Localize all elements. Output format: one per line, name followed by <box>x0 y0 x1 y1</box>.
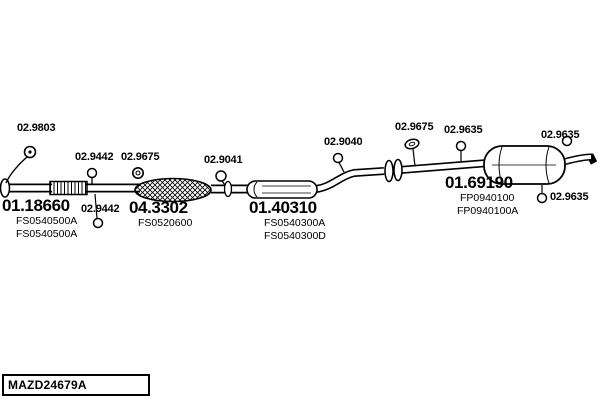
front-pipe <box>2 183 250 194</box>
part-label-02-9803: 02.9803 <box>17 122 56 134</box>
assembly-label-04-3302: 04.3302 FS0520600 <box>129 198 192 230</box>
assembly-ref: FS0520600 <box>138 217 193 229</box>
part-label-02-9040: 02.9040 <box>324 136 363 148</box>
catalog-code-box: MAZD24679A <box>2 374 150 396</box>
assembly-ref: FP0940100A <box>457 205 519 217</box>
bracket-icon-02-9040 <box>332 152 345 173</box>
part-label-02-9442-a: 02.9442 <box>75 151 114 163</box>
assembly-ref: FS0540300A <box>264 217 326 229</box>
flex-pipe-section <box>49 180 88 196</box>
front-flange <box>0 178 11 198</box>
assembly-ref: FS0540500A <box>16 228 78 240</box>
middle-silencer <box>246 180 318 199</box>
part-label-02-9675-a: 02.9675 <box>121 151 160 163</box>
assembly-label-01-40310: 01.40310 FS0540300A FS0540300D <box>249 198 326 243</box>
assembly-ref: FS0540500A <box>16 215 78 227</box>
rear-silencer <box>483 145 566 185</box>
hanger-ring-icon-02-9635-a <box>455 140 467 161</box>
assembly-code: 01.40310 <box>249 198 317 217</box>
part-label-02-9635-a: 02.9635 <box>444 124 483 136</box>
pipe-clamp-ring <box>223 180 233 198</box>
gasket-flange <box>384 158 403 183</box>
assembly-ref: FP0940100 <box>460 192 515 204</box>
hanger-ring-icon-02-9442-b <box>92 193 104 229</box>
assembly-label-01-69190: 01.69190 FP0940100 FP0940100A <box>445 173 518 218</box>
assembly-code: 01.18660 <box>2 196 70 215</box>
assembly-label-01-18660: 01.18660 FS0540500A FS0540500A <box>2 196 77 241</box>
assembly-ref: FS0540300D <box>264 230 326 242</box>
part-label-02-9635-b: 02.9635 <box>541 129 580 141</box>
intermediate-pipe <box>315 159 489 193</box>
grommet-icon-02-9675-a <box>132 167 145 180</box>
hanger-ring-icon-02-9041 <box>215 170 227 186</box>
hanger-ring-icon-02-9803 <box>5 145 37 184</box>
catalytic-converter <box>134 177 212 203</box>
hanger-ring-icon-02-9635-b <box>561 135 573 147</box>
hanger-ring-icon-02-9635-c <box>536 185 548 204</box>
grommet-icon-02-9675-b <box>404 138 420 167</box>
part-label-02-9041: 02.9041 <box>204 154 243 166</box>
assembly-code: 04.3302 <box>129 198 188 217</box>
assembly-code: 01.69190 <box>445 173 513 192</box>
catalog-code: MAZD24679A <box>8 378 87 392</box>
part-label-02-9635-c: 02.9635 <box>550 191 589 203</box>
part-label-02-9675-b: 02.9675 <box>395 121 434 133</box>
hanger-ring-icon-02-9442-a <box>86 167 98 184</box>
part-label-02-9442-b: 02.9442 <box>81 203 120 215</box>
